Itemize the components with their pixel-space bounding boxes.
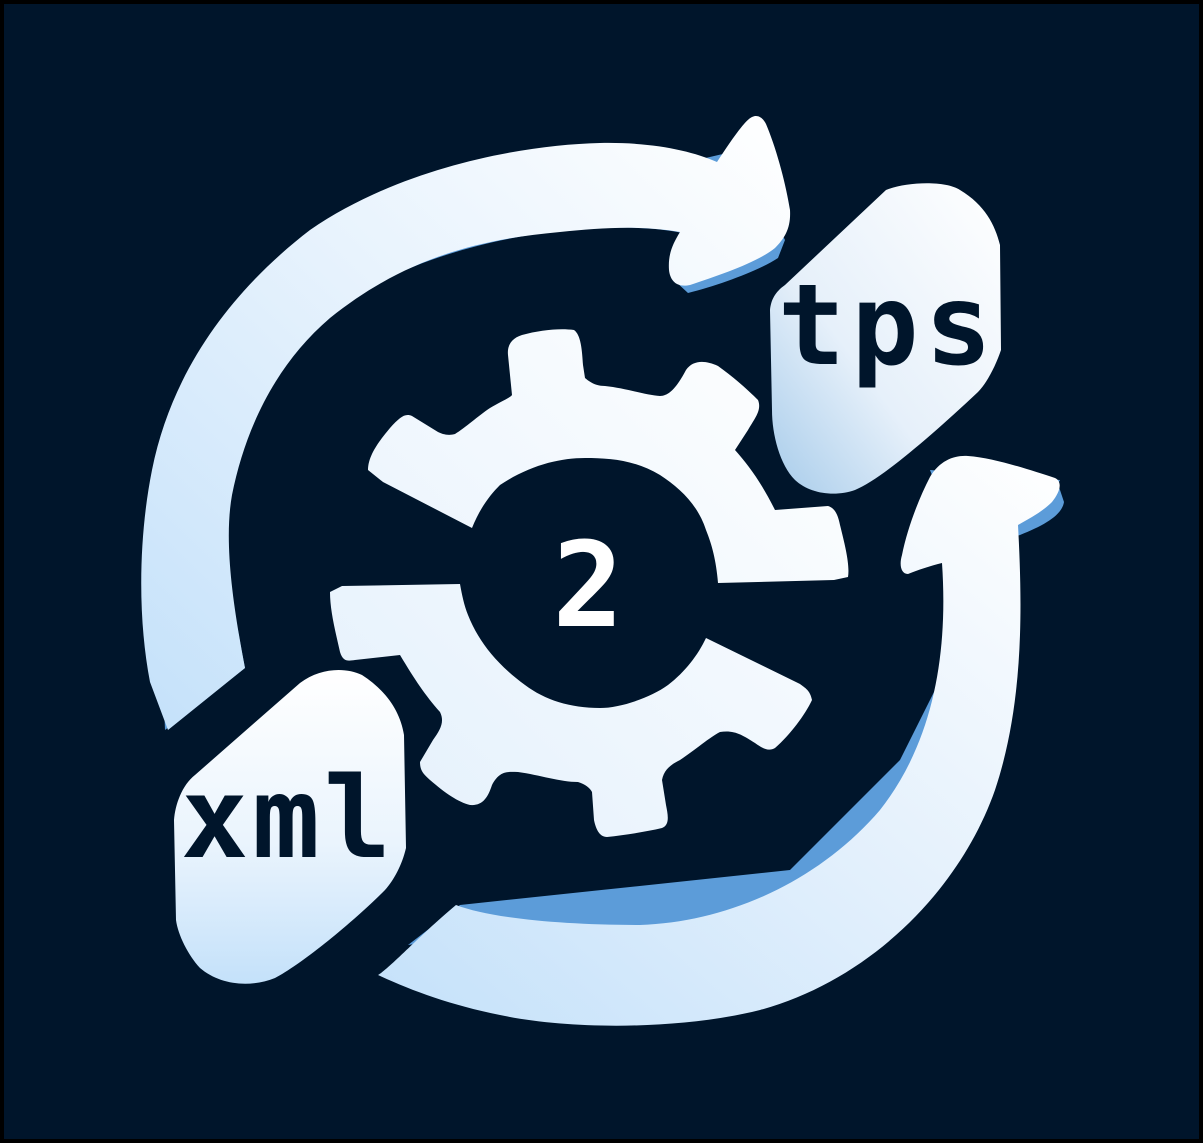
xml-source-box: xml — [174, 670, 406, 984]
gear-shape — [330, 329, 849, 837]
tps-target-box: tps — [770, 183, 1001, 494]
gear-center-label: 2 — [552, 516, 623, 654]
xml-box-shape — [174, 670, 406, 984]
xml-label: xml — [181, 754, 395, 884]
gear-icon: 2 — [330, 329, 849, 837]
tps-label: tps — [778, 261, 998, 391]
circular-arrows-icon — [141, 115, 1064, 1026]
top-arrow — [141, 115, 791, 731]
tps-box-shape — [770, 183, 1001, 494]
bottom-arrow — [378, 455, 1060, 1026]
